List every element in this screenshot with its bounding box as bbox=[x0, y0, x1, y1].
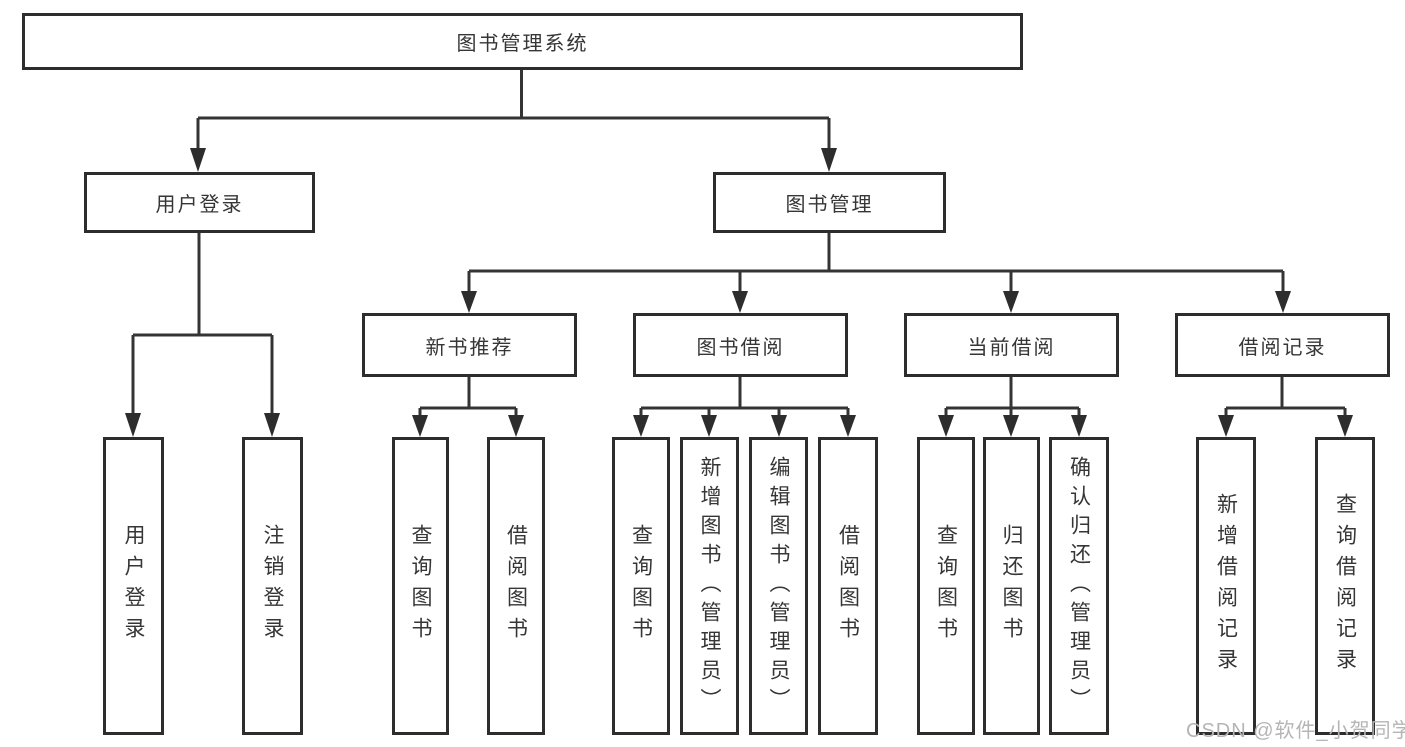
node-new-book-recommend-label: 新书推荐 bbox=[425, 336, 514, 359]
node-leaf-user-login-label: 用户登录 bbox=[122, 524, 145, 648]
arrowhead-bb-query bbox=[633, 415, 649, 437]
node-book-management: 图书管理 bbox=[713, 172, 946, 233]
node-leaf-cb-return-book-label: 归还图书 bbox=[1000, 524, 1023, 648]
node-leaf-logout: 注销登录 bbox=[242, 437, 303, 735]
node-leaf-cb-confirm-return-admin-label: 确认归还（管理员） bbox=[1067, 455, 1091, 717]
node-user-login-label: 用户登录 bbox=[155, 194, 244, 216]
arrowhead-bb-add bbox=[701, 415, 717, 437]
node-leaf-bb-borrow-book: 借阅图书 bbox=[818, 437, 878, 735]
node-leaf-br-add-record-label: 新增借阅记录 bbox=[1214, 493, 1238, 679]
node-leaf-nbr-query-book-label: 查询图书 bbox=[409, 524, 432, 648]
node-leaf-bb-edit-book-admin: 编辑图书（管理员） bbox=[749, 437, 808, 735]
node-leaf-bb-query-book: 查询图书 bbox=[612, 437, 670, 735]
arrowhead-borrow-record bbox=[1275, 291, 1291, 313]
node-borrowing-records-label: 借阅记录 bbox=[1238, 336, 1327, 359]
arrowhead-nbr-borrow bbox=[508, 415, 524, 437]
arrowhead-cb-return bbox=[1003, 415, 1019, 437]
arrowhead-user-login-leaf bbox=[125, 413, 141, 437]
arrowhead-br-add bbox=[1218, 415, 1234, 437]
node-leaf-cb-query-book: 查询图书 bbox=[917, 437, 975, 735]
node-current-borrowing-label: 当前借阅 bbox=[967, 336, 1056, 359]
arrowhead-br-query bbox=[1337, 415, 1353, 437]
csdn-watermark: CSDN @软件_小贺同学 bbox=[1186, 720, 1405, 742]
node-leaf-bb-edit-book-admin-label: 编辑图书（管理员） bbox=[767, 455, 790, 717]
arrowhead-book-borrow bbox=[732, 291, 748, 313]
node-leaf-nbr-query-book: 查询图书 bbox=[392, 437, 449, 735]
node-leaf-user-login: 用户登录 bbox=[103, 437, 164, 735]
node-leaf-br-query-record-label: 查询借阅记录 bbox=[1333, 493, 1357, 679]
arrowhead-bb-edit bbox=[771, 415, 787, 437]
node-current-borrowing: 当前借阅 bbox=[904, 313, 1119, 377]
node-root-library-system: 图书管理系统 bbox=[22, 13, 1023, 70]
arrowhead-current-borrow bbox=[1003, 291, 1019, 313]
node-leaf-br-query-record: 查询借阅记录 bbox=[1315, 437, 1375, 735]
arrowhead-new-book bbox=[461, 291, 477, 313]
node-leaf-nbr-borrow-book: 借阅图书 bbox=[487, 437, 545, 735]
node-leaf-logout-label: 注销登录 bbox=[261, 524, 284, 648]
node-book-borrowing: 图书借阅 bbox=[633, 313, 848, 377]
node-user-login: 用户登录 bbox=[84, 172, 315, 233]
arrowhead-logout bbox=[264, 413, 280, 437]
arrowhead-cb-query bbox=[938, 415, 954, 437]
node-leaf-bb-borrow-book-label: 借阅图书 bbox=[836, 524, 860, 648]
arrowhead-nbr-query bbox=[412, 415, 428, 437]
node-leaf-cb-return-book: 归还图书 bbox=[983, 437, 1040, 735]
node-book-borrowing-label: 图书借阅 bbox=[696, 336, 785, 359]
node-leaf-cb-confirm-return-admin: 确认归还（管理员） bbox=[1049, 437, 1109, 735]
arrowhead-book-mgmt bbox=[821, 148, 837, 172]
node-leaf-bb-add-book-admin: 新增图书（管理员） bbox=[680, 437, 739, 735]
arrowhead-bb-borrow bbox=[840, 415, 856, 437]
arrowhead-user-login bbox=[190, 148, 206, 172]
node-borrowing-records: 借阅记录 bbox=[1175, 313, 1390, 377]
node-new-book-recommend: 新书推荐 bbox=[362, 313, 577, 377]
node-leaf-bb-query-book-label: 查询图书 bbox=[629, 524, 653, 648]
node-leaf-br-add-record: 新增借阅记录 bbox=[1196, 437, 1256, 735]
node-leaf-nbr-borrow-book-label: 借阅图书 bbox=[504, 524, 528, 648]
node-book-management-label: 图书管理 bbox=[785, 194, 874, 216]
node-leaf-bb-add-book-admin-label: 新增图书（管理员） bbox=[698, 455, 721, 717]
arrowhead-cb-confirm bbox=[1071, 415, 1087, 437]
node-leaf-cb-query-book-label: 查询图书 bbox=[934, 524, 958, 648]
node-root-label: 图书管理系统 bbox=[456, 33, 589, 55]
